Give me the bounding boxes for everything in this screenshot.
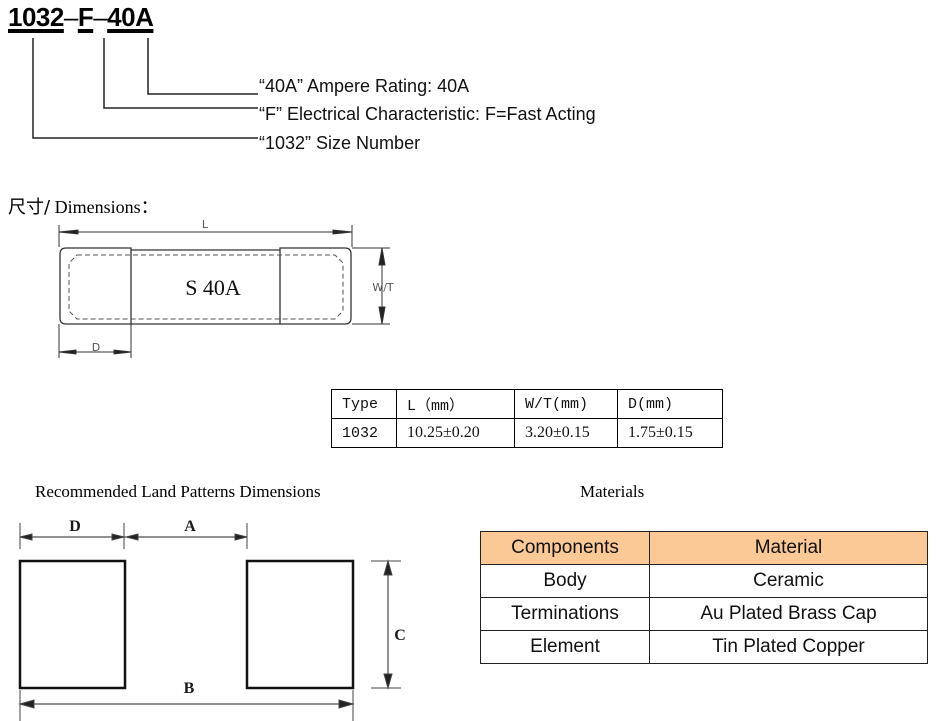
arrow-up-icon (378, 247, 386, 266)
dimensions-title-en: Dimensions： (50, 197, 159, 217)
part-number-rating: 40A (107, 2, 154, 32)
cell-width-thickness: 3.20±0.15 (514, 418, 618, 448)
arrow-left-icon (58, 229, 79, 235)
dimensions-table-header: Type L（mm） W/T(mm) D(mm) (331, 389, 723, 419)
header-width-thickness: W/T(mm) (514, 389, 618, 419)
label-b: B (184, 680, 195, 697)
materials-table-header: Components Material (480, 531, 928, 565)
leader-line-characteristic (103, 38, 258, 109)
cell-component: Element (480, 630, 650, 664)
label-a: A (184, 518, 196, 535)
dimensions-table: Type L（mm） W/T(mm) D(mm) 1032 10.25±0.20… (331, 389, 723, 448)
legend-size: “1032” Size Number (259, 133, 421, 153)
header-length: L（mm） (396, 389, 515, 419)
arrow-right-icon (332, 229, 353, 235)
right-pad (245, 559, 355, 690)
arrow-up-icon (383, 559, 393, 576)
header-material: Material (649, 531, 928, 565)
arrow-down-icon (378, 306, 386, 325)
table-row: Body Ceramic (480, 564, 928, 598)
cell-d: 1.75±0.15 (617, 418, 723, 448)
legend-rating: “40A” Ampere Rating: 40A (259, 76, 470, 96)
body-marking: S 40A (185, 275, 241, 300)
cell-component: Body (480, 564, 650, 598)
cell-material: Tin Plated Copper (649, 630, 928, 664)
cell-material: Ceramic (649, 564, 928, 598)
arrow-left-icon (19, 533, 33, 541)
land-pattern-drawing: D A C B (18, 518, 406, 721)
leader-line-size (32, 38, 258, 139)
label-wt: W/T (372, 281, 394, 294)
cell-component: Terminations (480, 597, 650, 631)
arrow-left-icon (18, 699, 35, 709)
dimensions-title: 尺寸/ Dimensions： (8, 193, 159, 219)
arrow-down-icon (383, 673, 393, 690)
part-number-characteristic: F (77, 2, 94, 32)
label-d: D (92, 341, 100, 354)
label-c: C (394, 627, 406, 644)
table-row: Terminations Au Plated Brass Cap (480, 597, 928, 631)
materials-table: Components Material Body Ceramic Termina… (480, 531, 928, 664)
cell-length: 10.25±0.20 (396, 418, 515, 448)
part-number-separator: – (63, 2, 78, 32)
dimensions-title-cn: 尺寸/ (8, 197, 51, 218)
header-components: Components (480, 531, 650, 565)
arrow-right-icon (234, 533, 248, 541)
arrow-right-icon (113, 349, 132, 355)
table-row: Element Tin Plated Copper (480, 630, 928, 664)
part-number-separator: – (93, 2, 108, 32)
inner-element-outline (68, 254, 344, 320)
materials-title: Materials (580, 482, 645, 501)
arrow-right-icon (338, 699, 355, 709)
part-number: 1032–F–40A (8, 2, 154, 33)
arrow-left-icon (125, 533, 139, 541)
header-d: D(mm) (617, 389, 723, 419)
leader-line-rating (147, 38, 258, 95)
left-pad (18, 559, 127, 690)
left-end-cap (59, 247, 132, 325)
land-patterns-title: Recommended Land Patterns Dimensions (35, 482, 321, 501)
label-d: D (69, 518, 81, 535)
arrow-right-icon (111, 533, 125, 541)
fuse-dimension-drawing: L W/T D S 40A (58, 218, 394, 358)
legend-characteristic: “F” Electrical Characteristic: F=Fast Ac… (259, 104, 596, 124)
right-end-cap (279, 247, 352, 325)
part-number-size: 1032 (8, 2, 64, 32)
arrow-left-icon (58, 349, 77, 355)
table-row: 1032 10.25±0.20 3.20±0.15 1.75±0.15 (331, 418, 723, 448)
cell-type: 1032 (331, 418, 397, 448)
cell-material: Au Plated Brass Cap (649, 597, 928, 631)
label-l: L (202, 218, 209, 231)
header-type: Type (331, 389, 397, 419)
part-number-leader-lines (32, 38, 258, 139)
